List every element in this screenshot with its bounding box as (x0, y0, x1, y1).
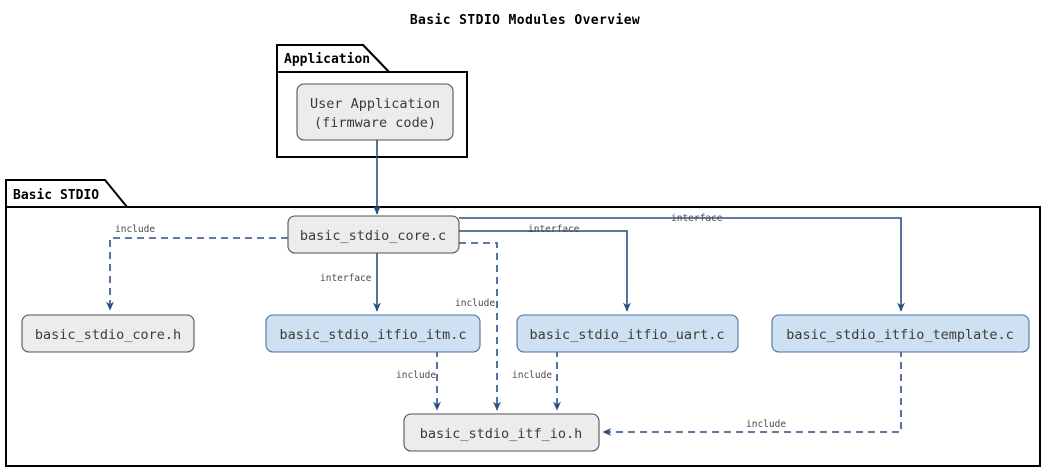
edge-label-include-itm: include (396, 370, 436, 381)
edge-label-include-core-h: include (115, 224, 155, 235)
node-basic-stdio-core-h-shape[interactable] (21, 314, 195, 353)
node-user-application[interactable]: User Application (firmware code) (296, 83, 454, 141)
node-basic-stdio-itfio-template-c[interactable]: basic_stdio_itfio_template.c (771, 314, 1030, 353)
node-user-application-shape[interactable] (296, 83, 454, 141)
basic-stdio-package-label: Basic STDIO (13, 188, 99, 203)
node-basic-stdio-core-h-label: basic_stdio_core.h (35, 327, 181, 343)
node-basic-stdio-itfio-itm-c-shape[interactable] (265, 314, 481, 353)
edge-core-c-to-template-c (459, 217, 905, 312)
edge-label-interface-itm: interface (320, 273, 372, 284)
node-basic-stdio-itfio-uart-c-shape[interactable] (516, 314, 739, 353)
edge-core-c-to-itf-io-h (459, 242, 501, 411)
node-basic-stdio-itfio-template-c-label: basic_stdio_itfio_template.c (786, 327, 1014, 343)
edge-core-c-to-uart-c (459, 230, 631, 312)
node-user-application-label-line2: (firmware code) (314, 115, 436, 131)
node-basic-stdio-itfio-itm-c-label: basic_stdio_itfio_itm.c (280, 327, 467, 343)
node-basic-stdio-itfio-itm-c[interactable]: basic_stdio_itfio_itm.c (265, 314, 481, 353)
node-basic-stdio-core-c-shape[interactable] (287, 215, 460, 254)
node-basic-stdio-itfio-uart-c[interactable]: basic_stdio_itfio_uart.c (516, 314, 739, 353)
node-basic-stdio-itf-io-h-label: basic_stdio_itf_io.h (420, 426, 583, 442)
edge-template-c-to-itf-io-h (602, 350, 902, 436)
basic-stdio-package-tab (5, 179, 130, 208)
edge-label-include-uart: include (512, 370, 552, 381)
node-user-application-label-line1: User Application (310, 96, 440, 112)
diagram-title: Basic STDIO Modules Overview (410, 13, 640, 28)
edge-label-include-template: include (746, 419, 786, 430)
application-package-label: Application (284, 52, 370, 67)
node-basic-stdio-core-c-label: basic_stdio_core.c (300, 228, 446, 244)
node-basic-stdio-core-c[interactable]: basic_stdio_core.c (287, 215, 460, 254)
node-basic-stdio-itfio-template-c-shape[interactable] (771, 314, 1030, 353)
node-basic-stdio-itfio-uart-c-label: basic_stdio_itfio_uart.c (529, 327, 724, 343)
edge-label-interface-template: interface (671, 213, 723, 224)
application-package-tab-outline (276, 44, 392, 73)
node-basic-stdio-itf-io-h-shape[interactable] (403, 413, 600, 452)
node-basic-stdio-itf-io-h[interactable]: basic_stdio_itf_io.h (403, 413, 600, 452)
node-basic-stdio-core-h[interactable]: basic_stdio_core.h (21, 314, 195, 353)
edge-label-interface-uart: interface (528, 224, 580, 235)
edge-label-include-core-itf: include (455, 298, 495, 309)
